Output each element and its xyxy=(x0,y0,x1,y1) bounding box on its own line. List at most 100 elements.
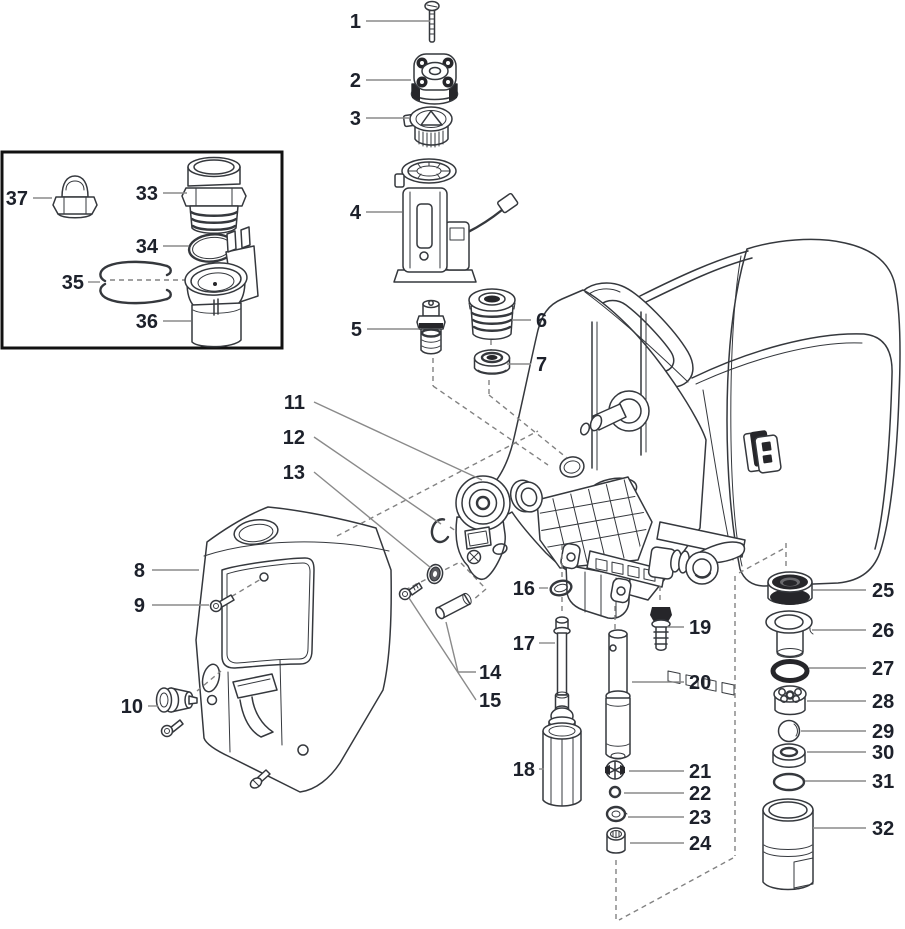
part-19-drain-fitting xyxy=(650,607,672,650)
cover-screw-bottom xyxy=(249,770,270,790)
callout-leader-line xyxy=(446,622,476,672)
part-28-valve-cage xyxy=(774,686,806,715)
callout-number: 10 xyxy=(121,696,143,718)
callout-number: 19 xyxy=(689,617,711,639)
part-29-ball xyxy=(779,721,800,742)
callout-33: 33 xyxy=(136,183,187,205)
part-6-packing-nut xyxy=(469,289,515,339)
callout-13: 13 xyxy=(283,462,431,568)
callout-number: 9 xyxy=(134,595,145,617)
callout-number: 17 xyxy=(513,633,535,655)
part-7-seal xyxy=(475,350,510,374)
part-17-suction-tube xyxy=(554,617,570,712)
callout-7: 7 xyxy=(507,354,547,376)
callout-number: 11 xyxy=(284,392,305,414)
callout-35: 35 xyxy=(62,272,100,294)
part-32-foot-valve xyxy=(763,799,813,890)
callout-leader-line xyxy=(409,598,476,700)
callout-number: 32 xyxy=(872,818,894,840)
part-16-o-ring xyxy=(549,579,573,598)
callout-34: 34 xyxy=(136,236,189,258)
callout-30: 30 xyxy=(807,742,894,764)
main-housing xyxy=(484,239,900,695)
callout-number: 29 xyxy=(872,721,894,743)
callout-2: 2 xyxy=(350,70,411,92)
callout-number: 23 xyxy=(689,807,711,829)
callout-11: 11 xyxy=(284,392,482,480)
callout-17: 17 xyxy=(513,633,555,655)
part-31-o-ring-thin xyxy=(774,774,804,790)
callout-number: 24 xyxy=(689,833,712,855)
callout-5: 5 xyxy=(351,319,419,341)
callout-number: 36 xyxy=(136,311,158,333)
callout-number: 3 xyxy=(350,108,361,130)
callout-37: 37 xyxy=(6,188,52,210)
callout-number: 13 xyxy=(283,462,305,484)
mounting-tab xyxy=(560,543,581,570)
callout-19: 19 xyxy=(667,617,711,639)
callout-15: 15 xyxy=(409,598,501,712)
part-11-yoke xyxy=(456,476,545,579)
callout-26: 26 xyxy=(812,620,894,642)
cover-screw-lower xyxy=(162,720,184,737)
part-20-piston-rod xyxy=(606,630,630,759)
callout-28: 28 xyxy=(807,691,894,713)
bearing-ring xyxy=(513,479,546,515)
cover-window xyxy=(222,558,314,668)
part-35-retainer-clip xyxy=(100,262,170,303)
callout-6: 6 xyxy=(512,310,547,332)
callout-number: 26 xyxy=(872,620,894,642)
wire-connector xyxy=(497,193,518,213)
callout-27: 27 xyxy=(809,658,894,680)
callout-24: 24 xyxy=(630,833,712,855)
callout-leader-line xyxy=(314,437,441,524)
callout-36: 36 xyxy=(136,311,191,333)
callout-number: 31 xyxy=(872,771,894,793)
part-27-o-ring-thick xyxy=(773,662,807,681)
part-36-filter-cap xyxy=(184,227,258,347)
callout-number: 25 xyxy=(872,580,894,602)
part-3-ratchet-dial xyxy=(403,107,452,147)
callout-number: 21 xyxy=(689,761,711,783)
callout-number: 4 xyxy=(350,202,362,224)
callout-number: 22 xyxy=(689,783,711,805)
part-21-retainer-clip xyxy=(605,761,625,779)
callout-leader-line xyxy=(314,402,482,480)
wire xyxy=(468,210,502,232)
part-18-filter-housing xyxy=(543,708,581,806)
callout-number: 30 xyxy=(872,742,894,764)
callout-29: 29 xyxy=(801,721,894,743)
callout-16: 16 xyxy=(513,578,548,600)
callout-number: 28 xyxy=(872,691,894,713)
mounting-tab xyxy=(610,578,632,604)
callout-number: 27 xyxy=(872,658,894,680)
callout-number: 8 xyxy=(134,560,145,582)
part-24-inlet-bushing xyxy=(607,828,625,853)
part-10-outlet-fitting xyxy=(157,688,198,712)
callout-number: 18 xyxy=(513,759,535,781)
pump-manifold xyxy=(530,477,666,618)
callout-number: 33 xyxy=(136,183,158,205)
callout-number: 16 xyxy=(513,578,535,600)
part-13-washer xyxy=(426,563,445,585)
callout-leader-line xyxy=(314,472,431,568)
callout-number: 14 xyxy=(479,662,502,684)
callout-number: 35 xyxy=(62,272,84,294)
part-5-transducer xyxy=(417,301,445,354)
callout-18: 18 xyxy=(513,759,544,781)
callout-number: 20 xyxy=(689,672,711,694)
part-2-pressure-knob xyxy=(412,54,458,104)
callout-number: 2 xyxy=(350,70,361,92)
prime-valve xyxy=(648,542,744,584)
part-26-upper-bushing xyxy=(766,611,813,658)
part-15-screw xyxy=(400,583,423,600)
screw-hole xyxy=(260,573,268,581)
callout-8: 8 xyxy=(134,560,199,582)
callout-22: 22 xyxy=(624,783,711,805)
part-9-cover-screw xyxy=(211,595,235,612)
callout-14: 14 xyxy=(446,622,502,684)
part-14-pin xyxy=(434,592,473,620)
callout-31: 31 xyxy=(805,771,894,793)
